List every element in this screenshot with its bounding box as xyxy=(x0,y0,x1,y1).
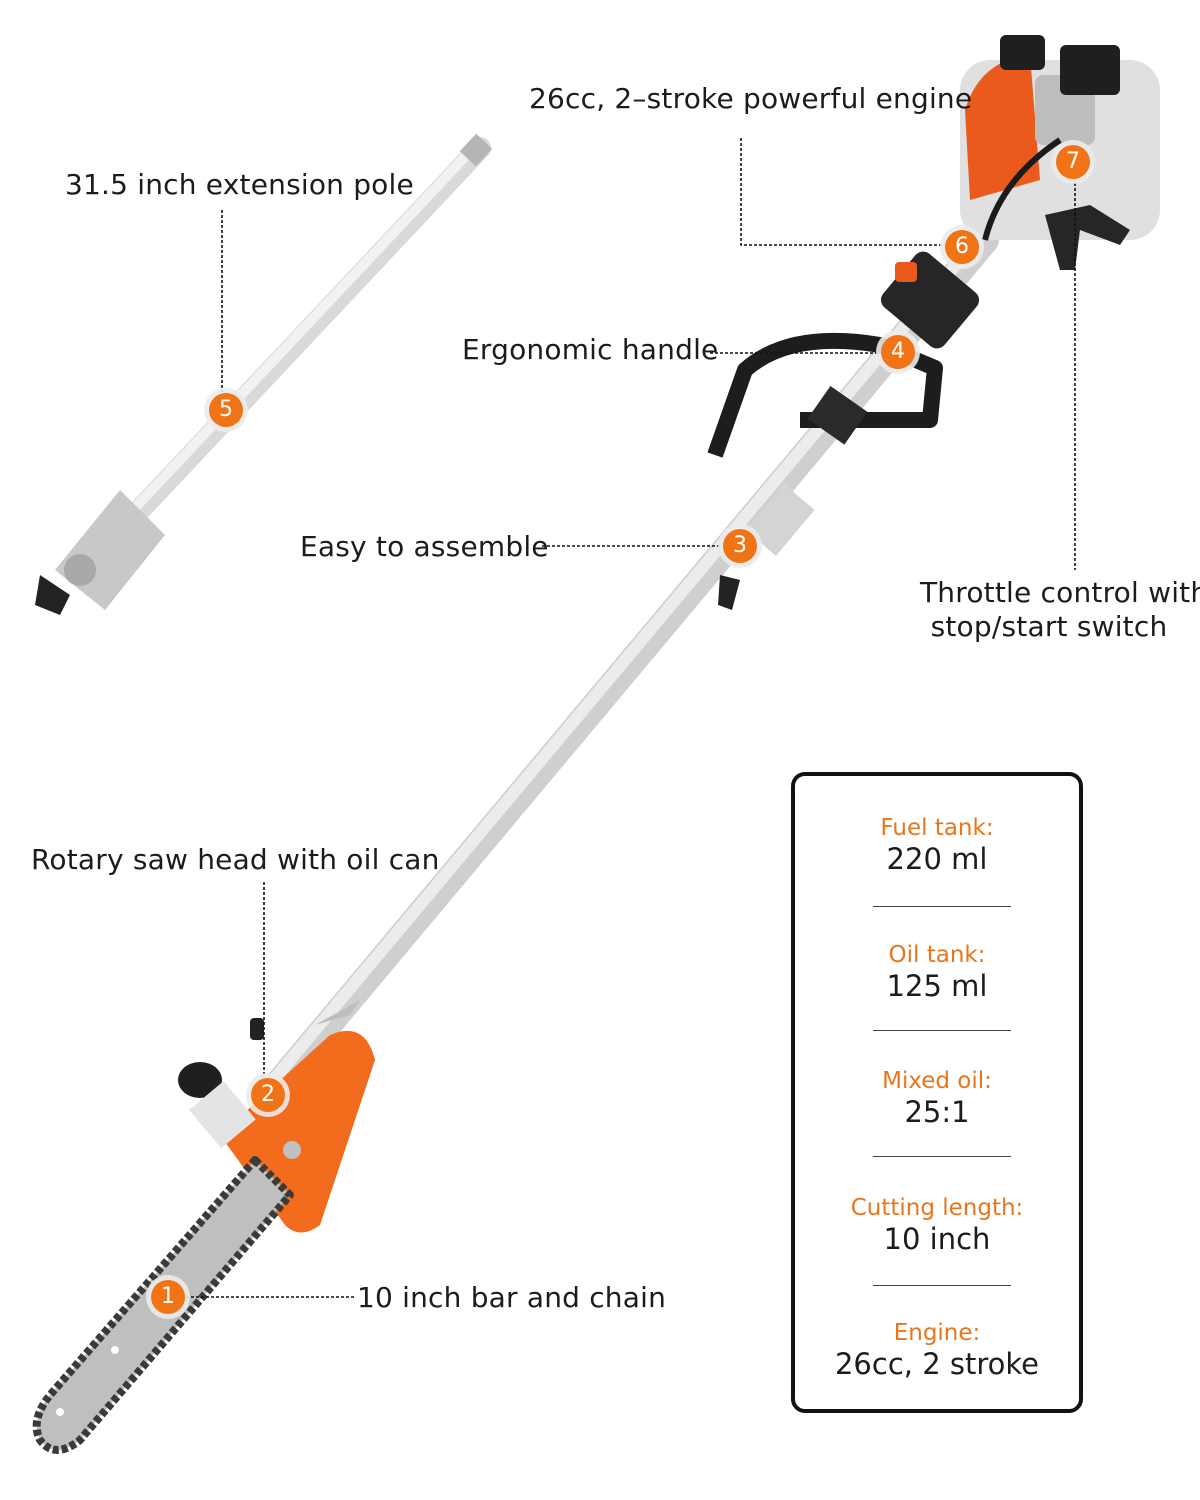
extension-pole-image xyxy=(35,133,493,615)
callout-badge-1: 1 xyxy=(151,1280,185,1314)
throttle-label-line1: Throttle control with xyxy=(920,576,1200,609)
callout-badge-2: 2 xyxy=(251,1078,285,1112)
callout-label-throttle: Throttle control with stop/start switch xyxy=(920,576,1200,643)
main-pole-image xyxy=(251,226,999,1114)
spec-value: 25:1 xyxy=(904,1094,970,1129)
spec-value: 125 ml xyxy=(886,968,988,1003)
callout-label-engine: 26cc, 2–stroke powerful engine xyxy=(529,82,973,115)
spec-label: Fuel tank: xyxy=(880,815,994,841)
spec-oil-tank: Oil tank: 125 ml xyxy=(795,941,1079,1003)
spec-engine: Engine: 26cc, 2 stroke xyxy=(795,1319,1079,1381)
callout-label-saw-head: Rotary saw head with oil can xyxy=(31,843,440,876)
callout-badge-6: 6 xyxy=(945,230,979,264)
spec-label: Oil tank: xyxy=(888,942,986,968)
spec-value: 10 inch xyxy=(883,1221,991,1256)
callout-label-easy-assemble: Easy to assemble xyxy=(300,530,549,563)
spec-label: Cutting length: xyxy=(850,1195,1024,1221)
callout-badge-5: 5 xyxy=(209,393,243,427)
throttle-label-line2: stop/start switch xyxy=(930,609,1168,643)
spec-value: 26cc, 2 stroke xyxy=(834,1346,1039,1381)
callout-badge-7: 7 xyxy=(1056,145,1090,179)
spec-label: Mixed oil: xyxy=(882,1068,992,1094)
spec-mixed-oil: Mixed oil: 25:1 xyxy=(795,1067,1079,1129)
callout-badge-4: 4 xyxy=(881,335,915,369)
spec-divider xyxy=(873,1285,1011,1286)
handle-image xyxy=(707,332,943,458)
spec-box: Fuel tank: 220 ml Oil tank: 125 ml Mixed… xyxy=(791,772,1083,1413)
spec-cutting-length: Cutting length: 10 inch xyxy=(795,1194,1079,1256)
callout-label-ergonomic-handle: Ergonomic handle xyxy=(462,333,719,366)
spec-fuel-tank: Fuel tank: 220 ml xyxy=(795,814,1079,876)
callout-badge-3: 3 xyxy=(723,529,757,563)
spec-divider xyxy=(873,1030,1011,1031)
throttle-grip-image xyxy=(880,251,980,349)
leader-lines xyxy=(186,138,1076,1298)
callout-label-extension-pole: 31.5 inch extension pole xyxy=(65,168,414,201)
spec-value: 220 ml xyxy=(886,841,988,876)
callout-label-bar-chain: 10 inch bar and chain xyxy=(357,1281,667,1314)
spec-divider xyxy=(873,906,1011,907)
spec-divider xyxy=(873,1156,1011,1157)
spec-label: Engine: xyxy=(893,1320,981,1346)
